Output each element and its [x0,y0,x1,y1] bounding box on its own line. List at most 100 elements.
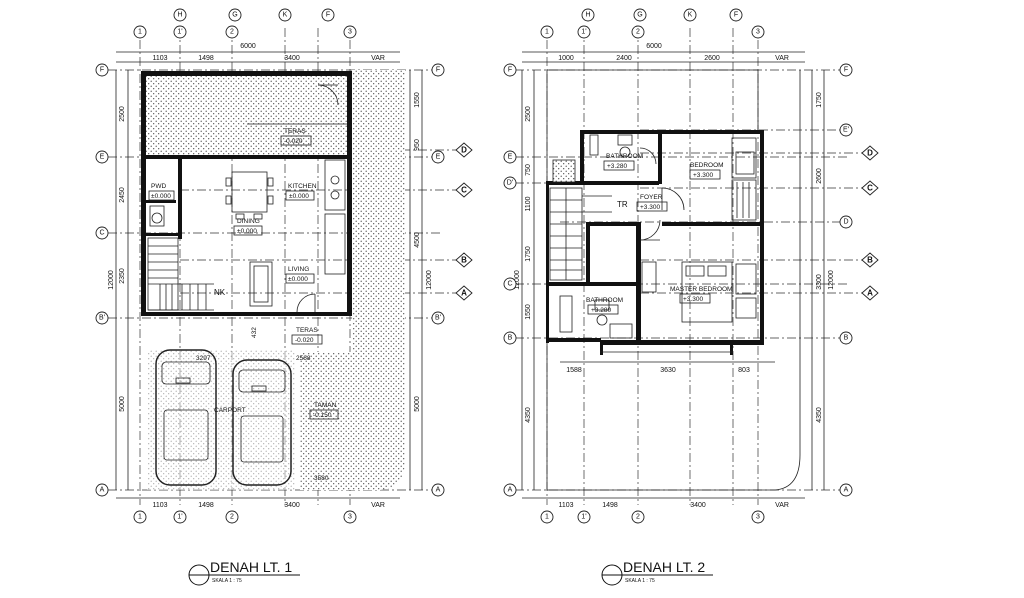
plan-2-right-dim: 1750 [816,92,823,108]
plan-2-left-dim: 1100 [525,196,532,211]
plan-1-car-right [232,359,292,486]
plan-2-top-dim: VAR [775,55,789,62]
plan-2-left-dim: 2500 [525,106,532,122]
section-tag: D [461,146,467,155]
plan-1-right-dim: 1550 [414,92,421,108]
plan-2-axis-sides: F E D' C B A F E' D B A [503,63,853,497]
plan-1-section-tags: D C B A [455,142,473,301]
plan-1-right-dim: 5000 [414,396,421,412]
plan-1-left-total: 12000 [108,270,115,290]
axis-bubble: 1 [138,514,142,521]
axis-bubble: 1' [177,29,182,36]
plan-2-title-block: DENAH LT. 2 SKALA 1 : 75 [601,559,713,586]
plan-1-ground-floor: 6000 1103 1498 3400 VAR 1103 1498 3400 V… [95,8,473,586]
misc-dim: 2568 [296,355,311,362]
axis-bubble: E [508,154,513,161]
axis-bubble: 1' [581,514,586,521]
room-level: +3.300 [693,172,713,179]
plan-2-right-dim: 3300 [816,274,823,290]
plan-2-left-dim: 1750 [525,246,532,262]
plan-2-top-dim: 2600 [704,55,720,62]
misc-dim: 432 [251,327,258,338]
room-name: CARPORT [214,407,246,414]
axis-bubble: A [508,487,513,494]
axis-bubble: F [508,67,512,74]
plan-2-upper-floor: 6000 1000 2400 2600 VAR 1103 1498 3400 V… [503,8,879,586]
room-level: -0.020 [284,138,303,145]
axis-bubble: 3 [348,29,352,36]
plan-1-top-dim: 3400 [284,55,300,62]
plan-2-right-dim: 2600 [816,168,823,184]
section-tag: A [867,289,873,298]
plan-1-car-left [155,349,217,486]
axis-bubble: C [507,281,512,288]
plan-1-bottom-dim: 1103 [152,502,167,509]
plan-1-top-dim: 1498 [198,55,214,62]
plan-2-top-total: 6000 [646,43,662,50]
axis-bubble: 2 [230,514,234,521]
misc-dim: 3580 [314,475,329,482]
axis-bubble: 2 [636,29,640,36]
room-level: ±0.000 [288,276,308,283]
axis-bubble: E [436,154,441,161]
axis-bubble: A [844,487,849,494]
axis-bubble: B' [435,315,441,322]
axis-bubble: 3 [756,514,760,521]
room-level: +3.300 [683,296,703,303]
axis-bubble: E' [843,127,849,134]
plan-2-section-tags: D C B A [861,145,879,301]
room-level: +3.300 [640,204,660,211]
axis-bubble: G [232,12,237,19]
plan-2-top-dim: 2400 [616,55,632,62]
plan-1-axis-sides: F E C B' A F E B' A [95,63,445,497]
axis-bubble: 1 [545,29,549,36]
plan-1-top-total: 6000 [240,43,256,50]
room-name: KITCHEN [288,183,317,190]
room-name: BEDROOM [690,162,724,169]
axis-bubble: 2 [636,514,640,521]
room-name: DINING [237,218,260,225]
axis-bubble: F [326,12,330,19]
axis-bubble: D [843,219,848,226]
stair-label: TR [617,200,628,209]
axis-bubble: F [100,67,104,74]
plan-1-axis-bottom: 1 1' 2 3 [133,510,357,524]
plan-2-left-dim: 1550 [525,304,532,320]
plan-1-scale: SKALA 1 : 75 [212,578,242,584]
plan-1-axis-top: 1 H 1' G 2 K F 3 [133,8,357,39]
room-name: LIVING [288,266,309,273]
section-tag: A [461,289,467,298]
axis-bubble: F [734,12,738,19]
axis-bubble: 1' [581,29,586,36]
plan-1-left-dim: 5000 [119,396,126,412]
room-level: +3.280 [591,307,611,314]
plan-1-title: DENAH LT. 1 [210,559,292,575]
axis-bubble: 3 [756,29,760,36]
room-level: +3.280 [607,163,627,170]
plan-2-left-dim: 750 [525,164,532,176]
plan-1-furniture [149,84,346,313]
axis-bubble: K [688,12,693,19]
plan-2-right-total: 12000 [828,270,835,290]
plan-2-bottom-dim: 3400 [690,502,706,509]
plan-2-top-dim: 1000 [558,55,574,62]
room-name: MASTER BEDROOM [670,286,732,293]
axis-bubble: G [637,12,642,19]
room-name: FOYER [640,194,663,201]
axis-bubble: B [508,335,513,342]
section-tag: C [867,184,873,193]
room-level: ±0.000 [289,193,309,200]
axis-bubble: B [844,335,849,342]
plan-1-bottom-dim: 1498 [198,502,214,509]
plan-1-left-dim: 2500 [119,106,126,122]
plan-1-right-dim: 4500 [414,232,421,248]
room-name: TERAS [296,327,318,334]
room-level: ±0.000 [151,193,171,200]
axis-bubble: D' [507,180,513,187]
room-name: TAMAN [314,402,337,409]
plan-2-mid-dim: 1588 [566,367,582,374]
plan-2-left-total: 12000 [514,270,521,290]
room-level: -0.020 [295,337,314,344]
